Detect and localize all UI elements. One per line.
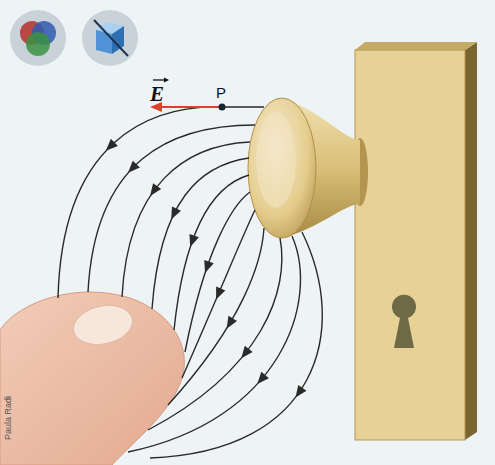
arrowhead [185, 234, 198, 249]
arrowhead [102, 139, 118, 155]
label-text: P [216, 84, 226, 101]
arrowhead [200, 260, 213, 275]
credit-label: Paula Radi [3, 396, 13, 440]
point-label: P [216, 84, 226, 101]
field-lines [58, 107, 322, 458]
doorknob [248, 98, 368, 238]
label-text: Paula Radi [3, 396, 13, 440]
finger [0, 292, 184, 465]
arrowhead [211, 286, 225, 301]
arrowhead [146, 183, 161, 199]
arrowhead [167, 206, 181, 221]
arrowhead [237, 346, 252, 362]
arrowhead [291, 385, 306, 401]
color-icon [10, 10, 66, 66]
arrowhead [222, 316, 237, 331]
vector-label: E [150, 82, 164, 107]
vector-accent [153, 78, 169, 83]
door-plate [355, 42, 477, 440]
arrowhead [124, 161, 140, 177]
field-arrowheads [102, 139, 306, 401]
keyhole [392, 295, 416, 348]
crossed-cube-icon [82, 10, 138, 66]
label-text: E [150, 82, 164, 106]
arrowhead [253, 372, 268, 388]
